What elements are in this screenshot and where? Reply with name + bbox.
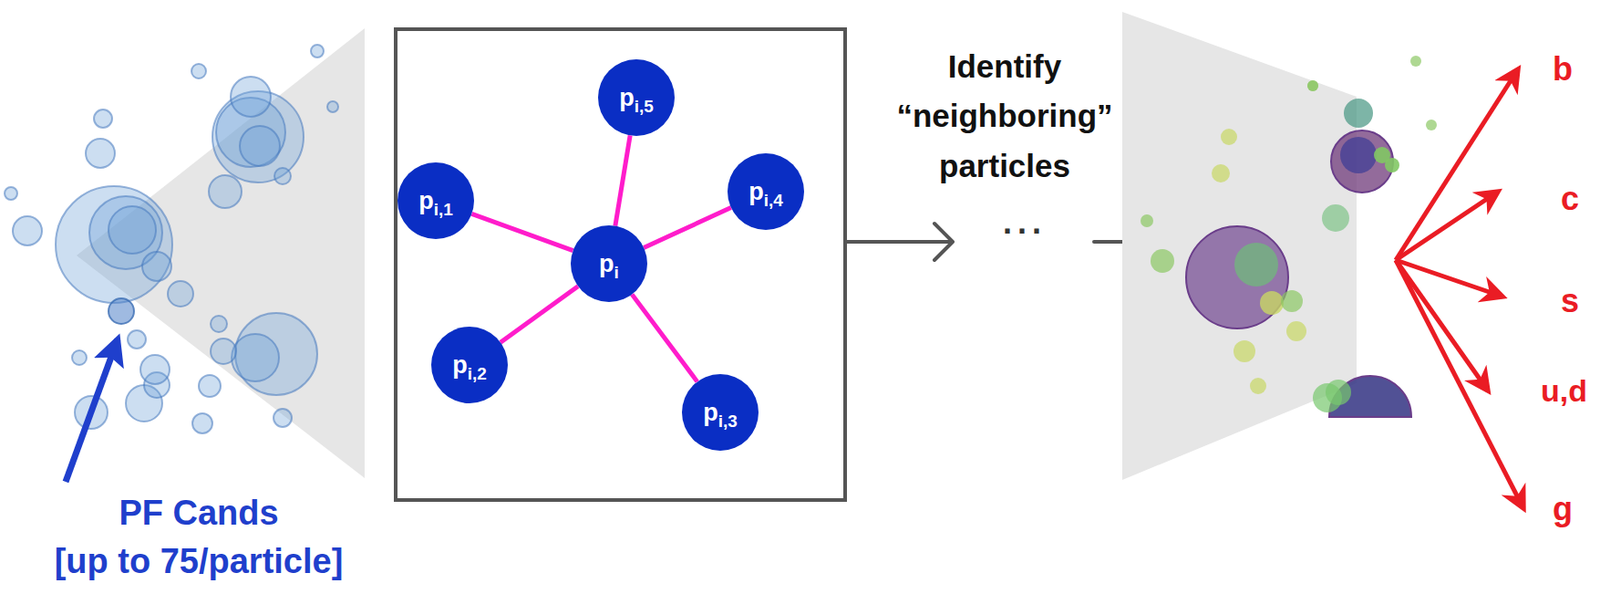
particle-symbol: p: [702, 400, 719, 425]
particle-index: i,3: [718, 412, 738, 430]
pf-candidates: [4, 44, 339, 434]
neighbor-link: [500, 286, 579, 343]
particle-node: pi,2: [431, 326, 508, 403]
particle-index: i,2: [467, 364, 487, 382]
text-label: ...: [983, 202, 1066, 242]
particle-symbol: p: [598, 251, 615, 277]
jet-cone: [1122, 11, 1357, 480]
selected-candidate: [108, 298, 135, 324]
particle-symbol: p: [619, 85, 635, 111]
particle-index: i: [614, 263, 620, 281]
output-particles: [1140, 55, 1437, 417]
neighbor-link: [643, 207, 732, 248]
text-label: [up to 75/particle]: [7, 540, 391, 583]
particle-symbol: p: [452, 352, 468, 378]
particle-index: i,5: [634, 97, 654, 115]
particle-symbol: p: [748, 179, 764, 205]
jet-cone: [76, 28, 365, 478]
particle-node: pi: [570, 225, 648, 302]
particle-node: pi,1: [397, 162, 475, 239]
text-label: s: [1560, 280, 1580, 320]
graph-frame: [395, 29, 846, 500]
text-label: b: [1552, 49, 1573, 89]
text-label: c: [1560, 178, 1580, 218]
particle-node: pi,5: [598, 59, 675, 136]
flavour-arrow: [1395, 69, 1524, 508]
neighbor-link: [631, 294, 698, 382]
neighbor-link: [471, 213, 573, 250]
particle-node: pi,4: [727, 153, 805, 230]
text-label: u,d: [1540, 371, 1588, 410]
pointer-arrow: [65, 339, 118, 482]
text-label: PF Cands: [7, 492, 391, 535]
particle-index: i,1: [433, 200, 454, 218]
text-label: Identify “neighboring” particles: [880, 41, 1129, 191]
particle-symbol: p: [418, 188, 434, 214]
neighbor-link: [615, 134, 630, 226]
text-label: g: [1552, 488, 1573, 528]
particle-node: pi,3: [681, 373, 759, 451]
particle-index: i,4: [763, 191, 784, 209]
